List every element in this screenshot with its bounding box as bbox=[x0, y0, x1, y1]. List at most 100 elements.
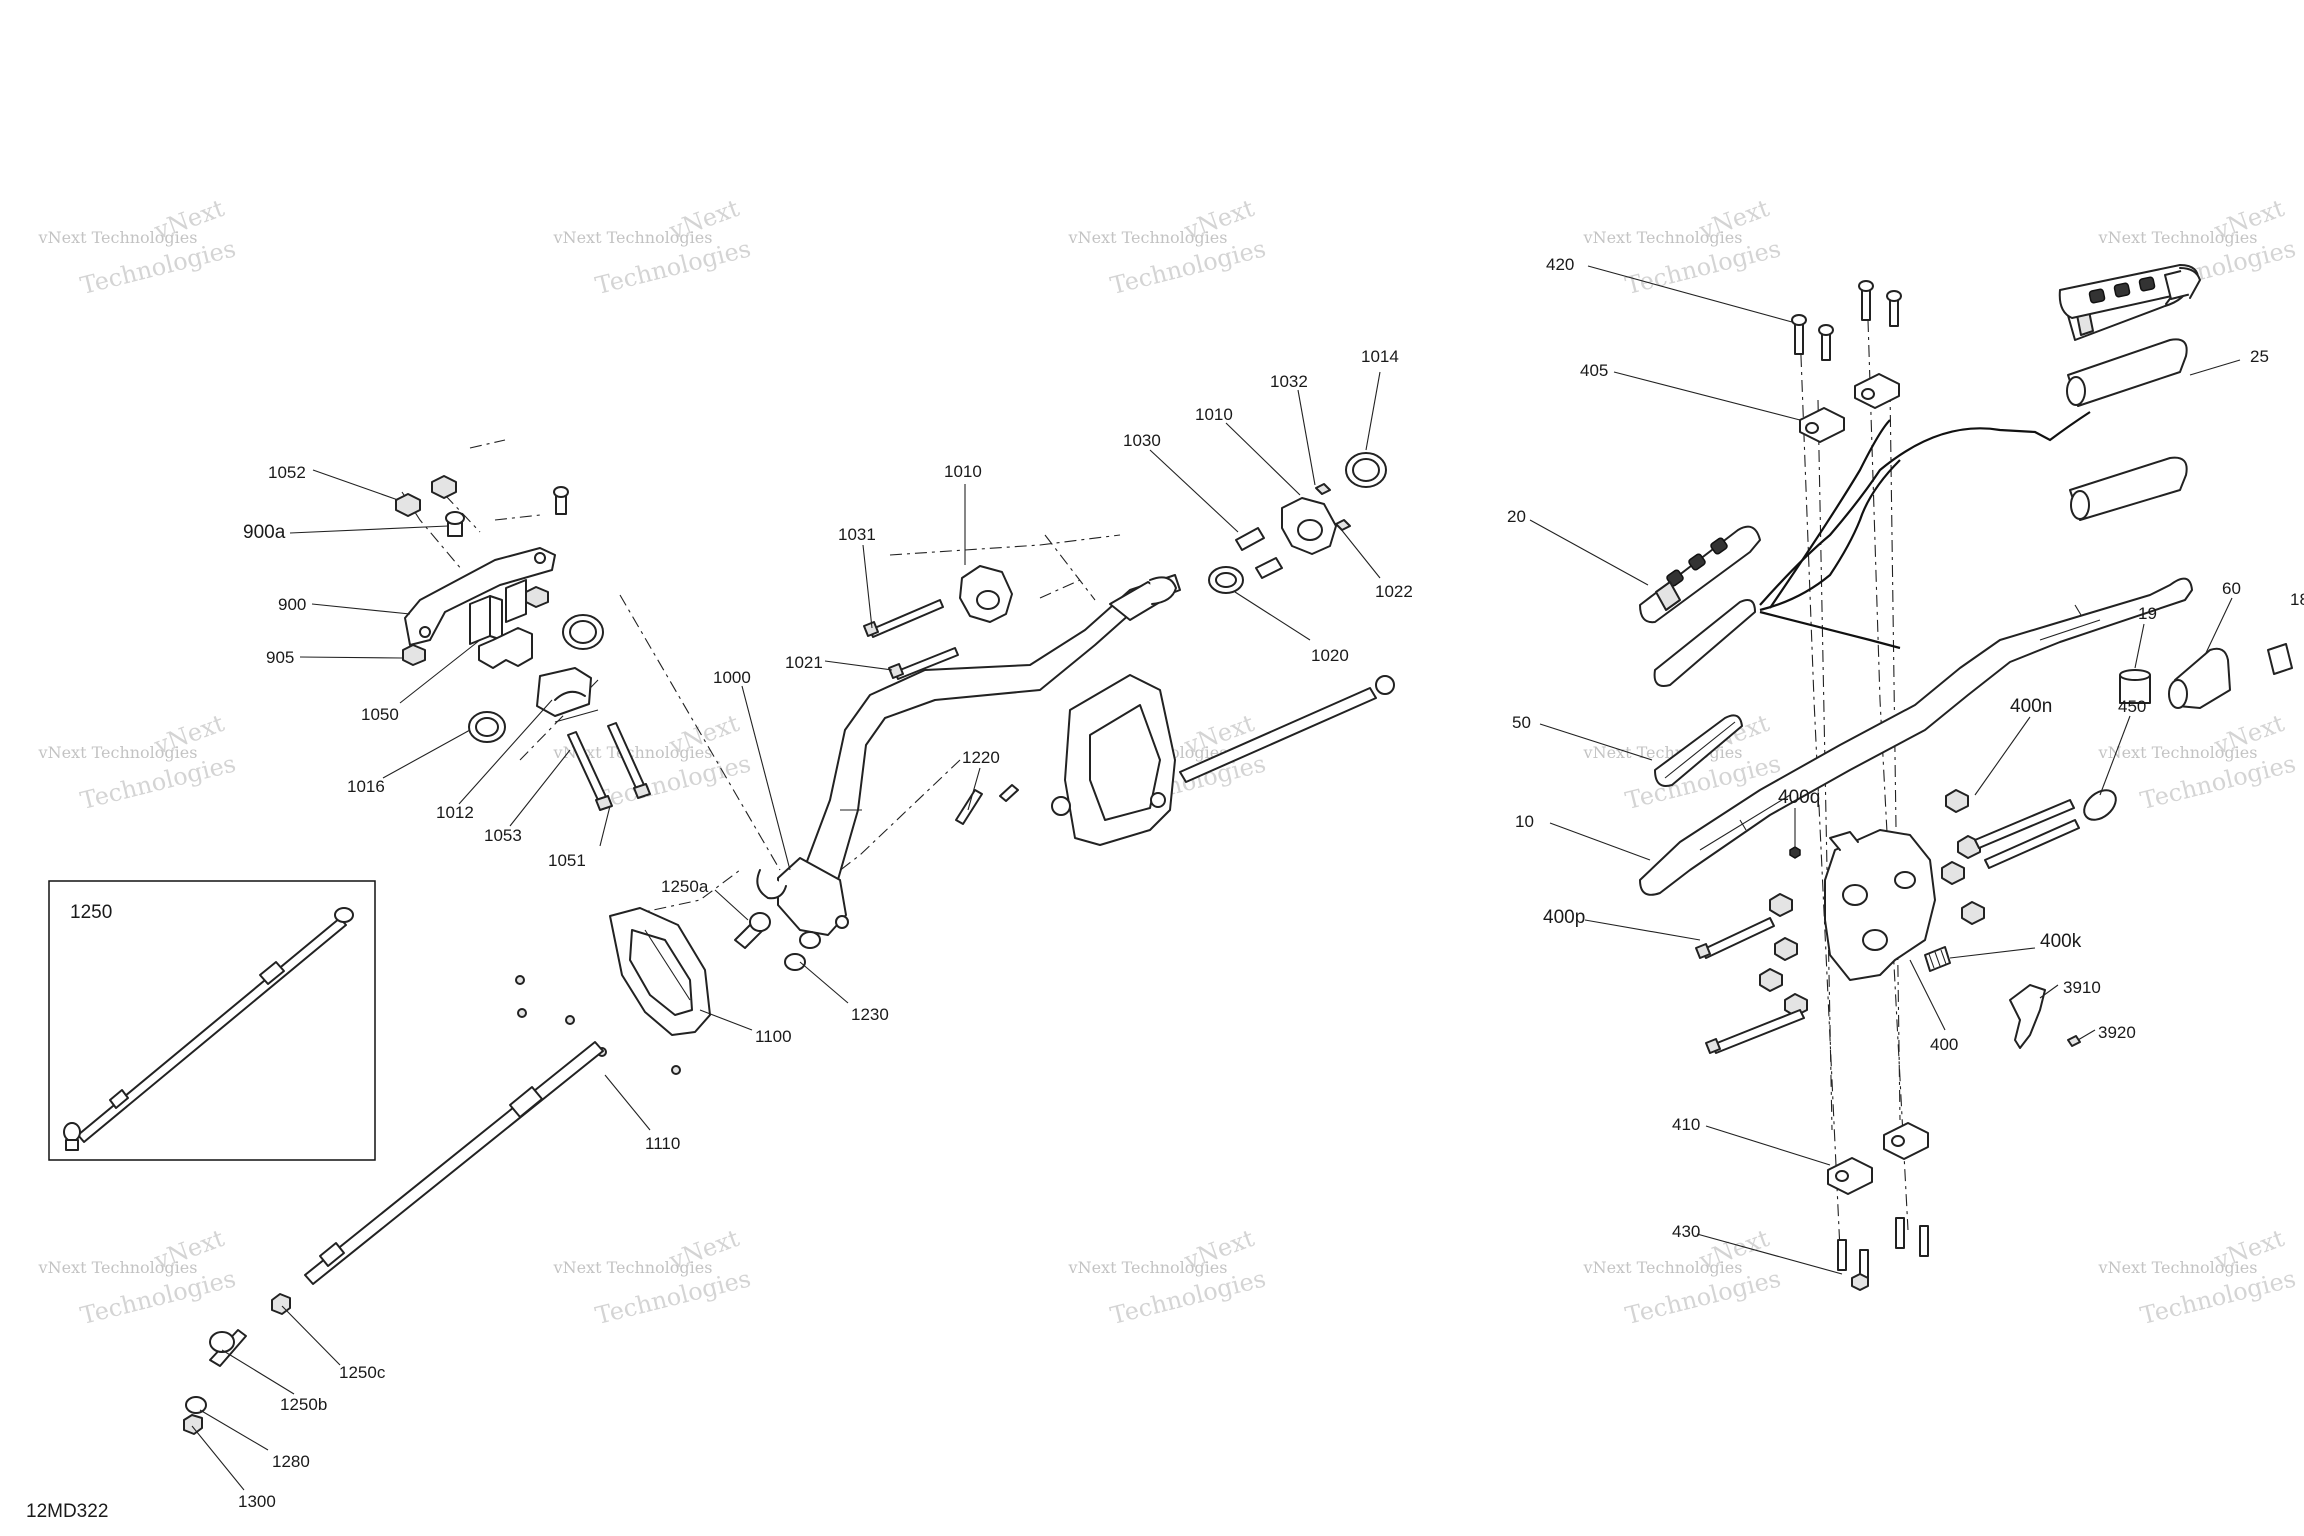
label-420: 420 bbox=[1546, 255, 1574, 274]
label-1010-right: 1010 bbox=[1195, 405, 1233, 424]
steering-column-assembly bbox=[515, 452, 1395, 1075]
label-1052: 1052 bbox=[268, 463, 306, 482]
label-1022: 1022 bbox=[1375, 582, 1413, 601]
steering-support-assembly bbox=[395, 439, 781, 871]
inset-label: 1250 bbox=[70, 902, 112, 923]
washer-1280 bbox=[185, 1396, 207, 1414]
handlebar-10 bbox=[1639, 577, 2193, 896]
watermark-text: vNext Technologies bbox=[38, 228, 198, 247]
nut-400n bbox=[1945, 789, 1969, 813]
watermark-text: vNext Technologies bbox=[38, 743, 198, 762]
label-3910: 3910 bbox=[2063, 978, 2101, 997]
watermark-text: vNext Technologies bbox=[1583, 228, 1743, 247]
label-19: 19 bbox=[2138, 604, 2157, 623]
bolt-1031 bbox=[869, 599, 944, 638]
clamp-410-a bbox=[1827, 1157, 1873, 1195]
label-400q: 400q bbox=[1778, 787, 1820, 808]
watermark-text: vNext Technologies bbox=[553, 743, 713, 762]
label-10: 10 bbox=[1515, 812, 1534, 831]
label-1280: 1280 bbox=[272, 1452, 310, 1471]
handlebar-assembly bbox=[1639, 264, 2293, 1291]
tie-rod-1250 bbox=[183, 1041, 604, 1435]
watermark-text: vNext Technologies bbox=[38, 1258, 198, 1277]
label-1050: 1050 bbox=[361, 705, 399, 724]
nut-1052-a bbox=[395, 493, 421, 517]
diagram-code: 12MD322 bbox=[26, 1501, 108, 1522]
label-400n: 400n bbox=[2010, 696, 2052, 717]
watermark-text: vNext Technologies bbox=[1583, 1258, 1743, 1277]
label-60: 60 bbox=[2222, 579, 2241, 598]
label-900a: 900a bbox=[243, 522, 286, 543]
watermark-text: vNext Technologies bbox=[553, 228, 713, 247]
pin-1030 bbox=[1235, 527, 1265, 551]
label-1016: 1016 bbox=[347, 777, 385, 796]
clamp-block-1050 bbox=[469, 595, 491, 645]
label-1032: 1032 bbox=[1270, 372, 1308, 391]
nut-1052-b bbox=[431, 475, 457, 499]
label-1110: 1110 bbox=[645, 1134, 680, 1153]
watermark-text: vNext Technologies bbox=[1068, 228, 1228, 247]
watermark-text: vNext Technologies bbox=[553, 1258, 713, 1277]
lever-3910 bbox=[2009, 984, 2046, 1049]
label-905: 905 bbox=[266, 648, 294, 667]
bolt-430-a bbox=[1837, 1239, 1847, 1271]
label-1000: 1000 bbox=[713, 668, 751, 687]
label-1300: 1300 bbox=[238, 1492, 276, 1511]
washer-450 bbox=[2083, 789, 2117, 821]
label-1031: 1031 bbox=[838, 525, 876, 544]
clamp-405-b bbox=[1854, 373, 1900, 409]
label-3920: 3920 bbox=[2098, 1023, 2136, 1042]
label-1051: 1051 bbox=[548, 851, 586, 870]
watermark-text: vNext Technologies bbox=[2098, 743, 2258, 762]
label-1250b: 1250b bbox=[280, 1395, 327, 1414]
nut-900-right bbox=[525, 586, 549, 608]
part-labels: 1052 900a 900 905 1050 1016 1012 1053 10… bbox=[26, 255, 2304, 1522]
label-20: 20 bbox=[1507, 507, 1526, 526]
washer-1230 bbox=[784, 953, 806, 971]
clamp-1012 bbox=[536, 667, 592, 717]
leader-lines bbox=[191, 265, 2241, 1491]
bracket-900 bbox=[404, 547, 556, 646]
end-cap-18 bbox=[2267, 643, 2293, 675]
label-50: 50 bbox=[1512, 713, 1531, 732]
label-410: 410 bbox=[1672, 1115, 1700, 1134]
label-1014: 1014 bbox=[1361, 347, 1399, 366]
label-1012: 1012 bbox=[436, 803, 474, 822]
label-18: 18 bbox=[2290, 590, 2304, 609]
label-1100: 1100 bbox=[755, 1027, 792, 1046]
watermark-text: vNext Technologies bbox=[1068, 1258, 1228, 1277]
label-1021: 1021 bbox=[785, 653, 823, 672]
label-1250a: 1250a bbox=[661, 877, 709, 896]
label-25: 25 bbox=[2250, 347, 2269, 366]
label-900: 900 bbox=[278, 595, 306, 614]
tie-rod-inset bbox=[48, 880, 376, 1161]
label-430: 430 bbox=[1672, 1222, 1700, 1241]
label-1053: 1053 bbox=[484, 826, 522, 845]
nut-1300 bbox=[183, 1414, 203, 1435]
label-400k: 400k bbox=[2040, 931, 2082, 952]
label-405: 405 bbox=[1580, 361, 1608, 380]
label-400: 400 bbox=[1930, 1035, 1958, 1054]
label-1010-left: 1010 bbox=[944, 462, 982, 481]
bolt-400p bbox=[1701, 917, 1775, 959]
watermark-text: vNext Technologies bbox=[2098, 1258, 2258, 1277]
label-400p: 400p bbox=[1543, 907, 1585, 928]
clamp-410-b bbox=[1883, 1122, 1929, 1160]
label-450: 450 bbox=[2118, 697, 2146, 716]
label-1020: 1020 bbox=[1311, 646, 1349, 665]
label-1030: 1030 bbox=[1123, 431, 1161, 450]
label-1250c: 1250c bbox=[339, 1363, 386, 1382]
watermark-text: vNext Technologies bbox=[2098, 228, 2258, 247]
nut-905 bbox=[402, 644, 426, 666]
